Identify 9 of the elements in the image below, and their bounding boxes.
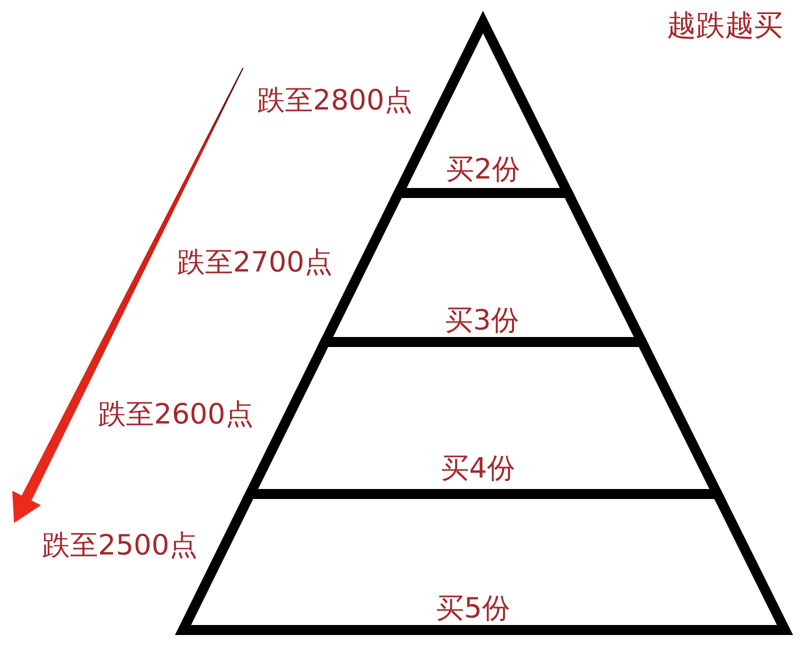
price-label: 跌至2700点 xyxy=(177,247,332,277)
price-label: 跌至2500点 xyxy=(42,530,198,560)
title: 越跌越买 xyxy=(667,10,783,40)
tier-label: 买2份 xyxy=(446,154,520,184)
tier-label: 买5份 xyxy=(436,593,510,623)
price-label: 跌至2800点 xyxy=(257,85,412,115)
price-label: 跌至2600点 xyxy=(98,399,254,429)
tier-label: 买4份 xyxy=(441,453,515,483)
tier-label: 买3份 xyxy=(445,305,519,335)
